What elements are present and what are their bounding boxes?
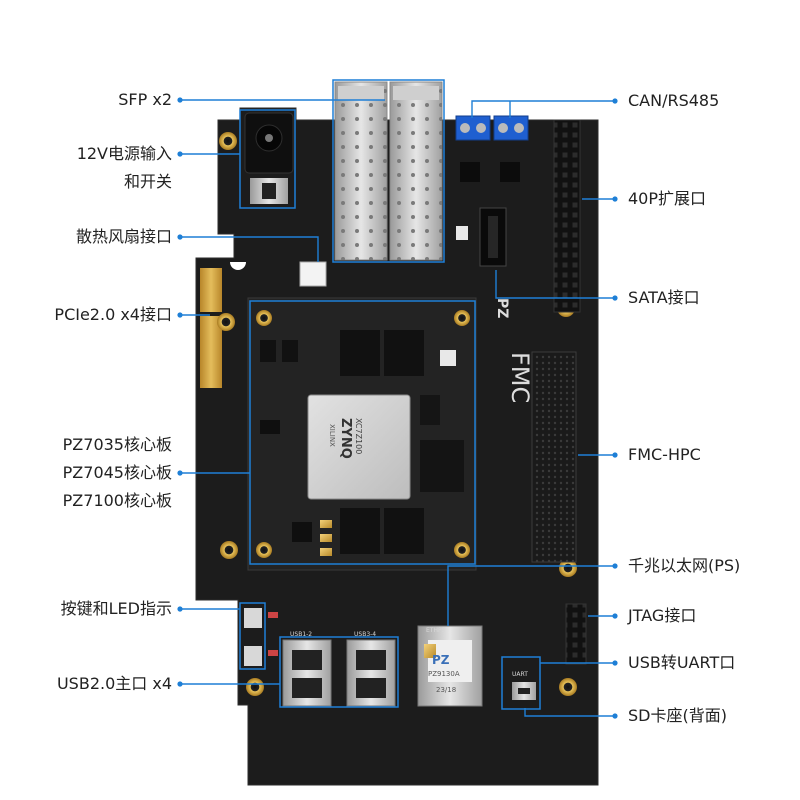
label-uart: USB转UART口 [628,653,736,672]
rj45-code-text: PZ9130A [428,670,460,678]
usb-silk-1: USB1-2 [290,631,312,638]
fpga-brand-text: XILINX [328,424,336,447]
label-usb: USB2.0主口 x4 [56,674,172,693]
uart-connector [512,682,536,700]
label-sd: SD卡座(背面) [628,706,727,725]
rj45-connector [417,625,483,707]
label-sfp: SFP x2 [118,90,172,109]
highlight-boxes [239,79,541,710]
keys-and-leds [244,608,278,666]
callout-lines [180,99,615,717]
power-box [239,109,296,209]
label-core: PZ7035核心板 PZ7045核心板 PZ7100核心板 [63,431,172,515]
label-sata: SATA接口 [628,288,700,307]
label-fmc: FMC-HPC [628,445,701,464]
rj45-pz-logo: PZ [432,653,450,667]
rj45-date-text: 23/18 [436,686,456,694]
uart-box [501,656,541,710]
jtag-header [565,603,587,665]
callout-dots [177,97,618,719]
can-terminals [455,115,529,182]
header-40p [553,119,581,313]
fpga-family-text: ZYNQ [338,418,353,459]
fmc-logo-text: FMC [506,352,534,403]
uart-silk-text: UART [512,671,528,678]
keys-box [239,602,266,670]
fan-connector [299,261,327,287]
sfp-cages [334,81,443,261]
label-power-line-1: 12V电源输入 [76,144,172,163]
sata-connector [456,207,507,267]
core-box [249,300,476,565]
label-keys: 按键和LED指示 [60,599,172,618]
label-exp40: 40P扩展口 [628,189,707,208]
label-fan: 散热风扇接口 [75,227,172,246]
usb-silk-2: USB3-4 [354,631,376,638]
label-core-line-1: PZ7035核心板 [62,435,172,454]
label-power-line-2: 和开关 [123,172,172,191]
usb-box [279,636,399,708]
label-core-line-2: PZ7045核心板 [62,463,172,482]
label-power: 12V电源输入 和开关 [77,140,172,196]
fpga-part-text: XC7Z100 [354,418,363,454]
ethps-silk-text: ETHPS [426,627,446,634]
sfp-box [332,79,445,263]
label-pcie: PCIe2.0 x4接口 [54,305,172,324]
label-core-line-3: PZ7100核心板 [62,491,172,510]
pz-logo-text: PZ [494,298,510,318]
label-eth: 千兆以太网(PS) [628,556,741,575]
pcie-gold-fingers [200,268,222,388]
power-jack [244,112,294,204]
core-module [247,297,477,571]
fmc-connector [502,346,577,563]
usb-ports [282,639,396,707]
label-can: CAN/RS485 [628,91,720,110]
label-jtag: JTAG接口 [628,606,697,625]
